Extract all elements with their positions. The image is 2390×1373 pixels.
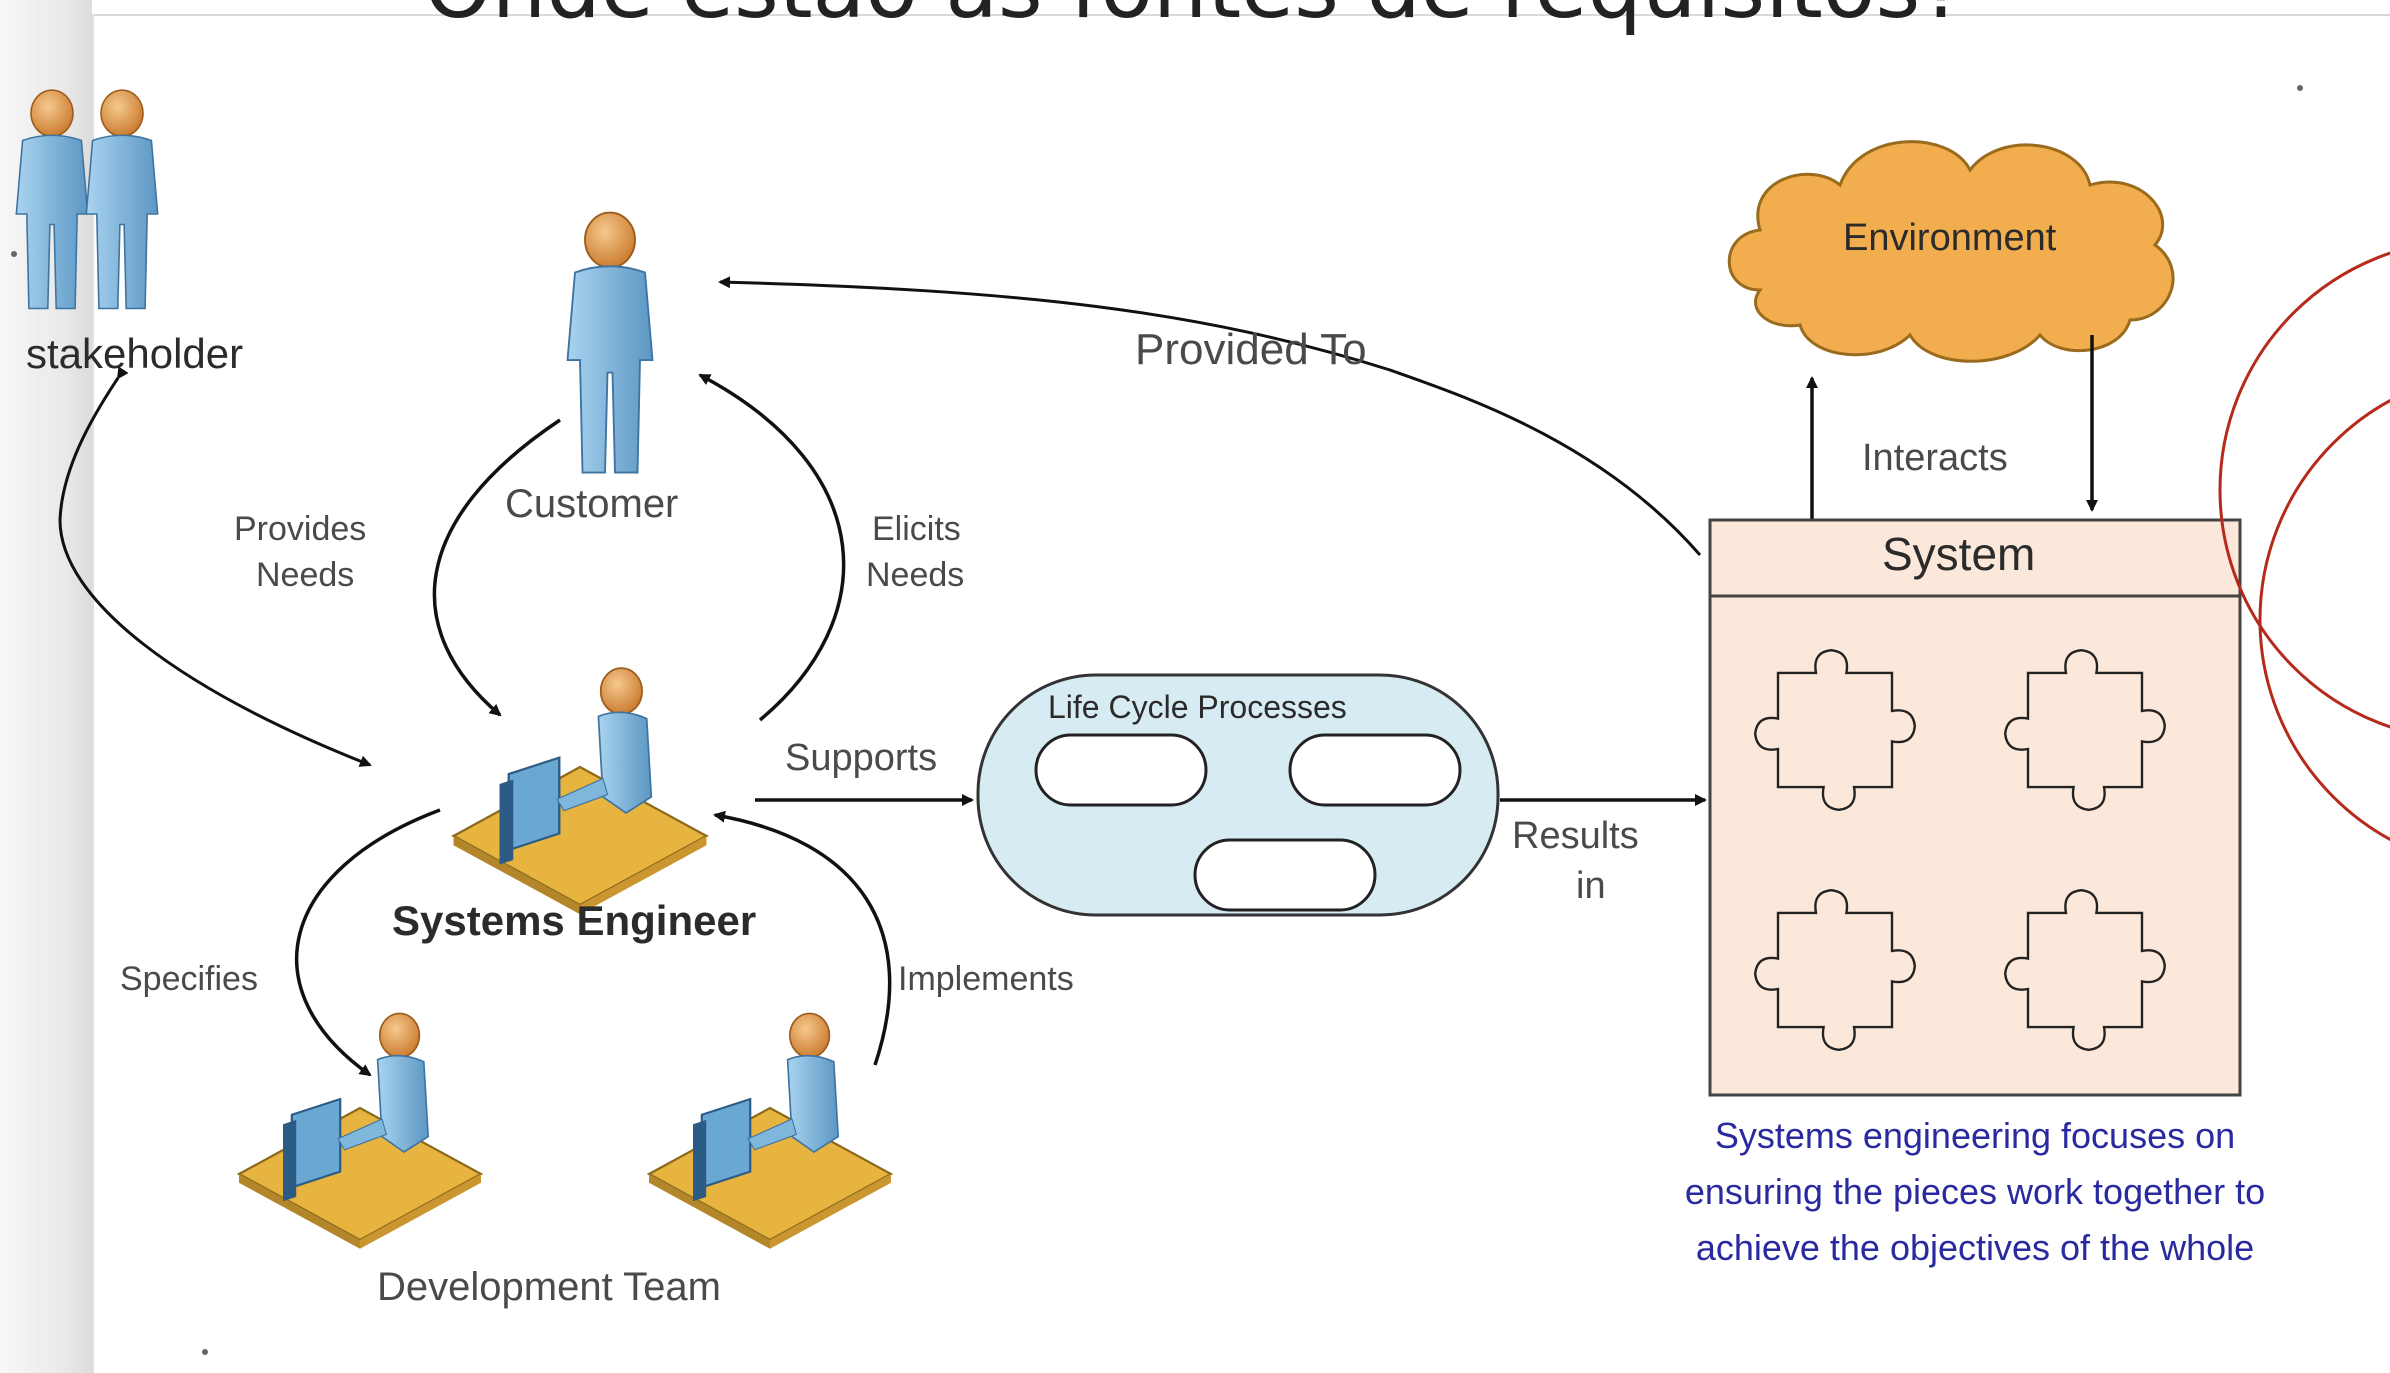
elicits-needs-arrow xyxy=(698,373,846,722)
implements-label: Implements xyxy=(898,960,1074,998)
elicits-needs-label-line1: Elicits xyxy=(872,510,961,548)
stakeholder-link-arrow xyxy=(58,366,372,767)
decor-dot-top-right xyxy=(2297,85,2303,91)
decor-dot-left xyxy=(11,251,17,257)
supports-label: Supports xyxy=(785,737,937,779)
environment-cloud xyxy=(1727,140,2175,363)
provided-to-arrow xyxy=(718,276,1702,556)
caption-line-1: Systems engineering focuses on xyxy=(1715,1115,2235,1156)
customer-label: Customer xyxy=(505,482,678,526)
system-box xyxy=(1708,518,2242,1097)
frame-top-line xyxy=(92,14,2390,16)
specifies-arrow xyxy=(294,808,441,1077)
slide-title: Onde estão as fontes de requisitos? xyxy=(0,0,2390,48)
life-cycle-processes-group xyxy=(976,673,1500,917)
development-team-label: Development Team xyxy=(377,1265,721,1309)
provides-needs-arrow xyxy=(432,418,561,717)
elicits-needs-label-line2: Needs xyxy=(866,556,964,594)
life-cycle-processes-label: Life Cycle Processes xyxy=(1048,689,1347,725)
provides-needs-label-line1: Provides xyxy=(234,510,366,548)
stakeholder-figures xyxy=(15,89,159,310)
frame-left-line xyxy=(92,14,94,1373)
red-circle-inner xyxy=(2258,399,2390,841)
environment-label: Environment xyxy=(1843,217,2057,259)
systems-engineer-workstation xyxy=(452,666,708,916)
stakeholder-label: stakeholder xyxy=(26,330,243,377)
caption-line-3: achieve the objectives of the whole xyxy=(1696,1227,2254,1268)
provides-needs-label-line2: Needs xyxy=(256,556,354,594)
provided-to-label: Provided To xyxy=(1135,325,1367,374)
systems-engineer-label: Systems Engineer xyxy=(392,897,756,944)
system-label: System xyxy=(1882,528,2035,580)
specifies-label: Specifies xyxy=(120,960,258,998)
interacts-label: Interacts xyxy=(1862,437,2008,479)
red-circle-outer xyxy=(2218,251,2390,729)
decor-dot-bottom xyxy=(202,1349,208,1355)
development-team-workstation-1 xyxy=(237,1012,483,1250)
results-in-label-line1: Results xyxy=(1512,815,1639,857)
customer-figure xyxy=(566,211,654,474)
caption-line-2: ensuring the pieces work together to xyxy=(1685,1171,2265,1212)
results-in-label-line2: in xyxy=(1576,865,1606,907)
implements-arrow xyxy=(713,810,892,1066)
development-team-workstation-2 xyxy=(647,1012,893,1250)
